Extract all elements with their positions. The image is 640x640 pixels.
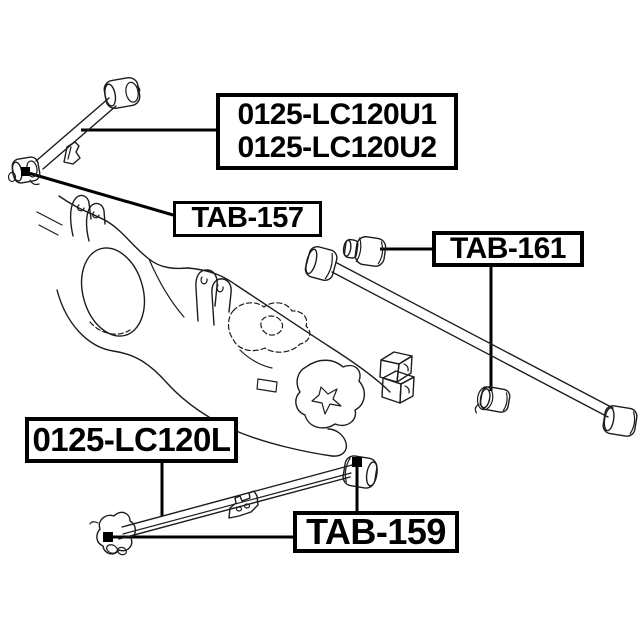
label-tab-157: TAB-157 — [173, 201, 322, 237]
label-tab-159: TAB-159 — [293, 511, 459, 553]
label-tab-161: TAB-161 — [432, 231, 584, 267]
track-rod-left-bushing — [304, 246, 338, 282]
label-lower-arm-code-text: 0125-LC120L — [32, 421, 231, 459]
lower-control-arm — [89, 455, 378, 556]
label-upper-arm-codes: 0125-LC120U1 0125-LC120U2 — [216, 93, 458, 170]
bump-stop — [379, 351, 415, 404]
leader-tab-157 — [24, 170, 181, 219]
lower-arm-front-bushing — [96, 511, 137, 555]
leader-lines — [24, 128, 493, 539]
bolt-point-tab-159-front — [103, 532, 113, 542]
label-upper-arm-code-1: 0125-LC120U1 — [237, 98, 437, 132]
track-control-rod — [304, 246, 638, 437]
track-rod-right-bushing — [602, 405, 638, 437]
bolt-point-tab-159-rear — [352, 457, 362, 467]
bolt-point-tab-157 — [21, 167, 30, 176]
rear-axle-housing — [36, 194, 391, 457]
label-tab-161-text: TAB-161 — [450, 231, 566, 265]
label-tab-159-text: TAB-159 — [306, 510, 446, 552]
label-tab-157-text: TAB-157 — [191, 202, 305, 235]
upper-arm-front-bushing — [103, 76, 141, 110]
label-upper-arm-code-2: 0125-LC120U2 — [237, 130, 437, 164]
tab-161-bushing — [342, 236, 387, 267]
upper-control-arm — [7, 76, 141, 186]
tab-161-installed-bushing — [474, 386, 511, 414]
lower-arm-rear-bushing — [342, 455, 378, 489]
label-lower-arm-code: 0125-LC120L — [25, 417, 238, 463]
